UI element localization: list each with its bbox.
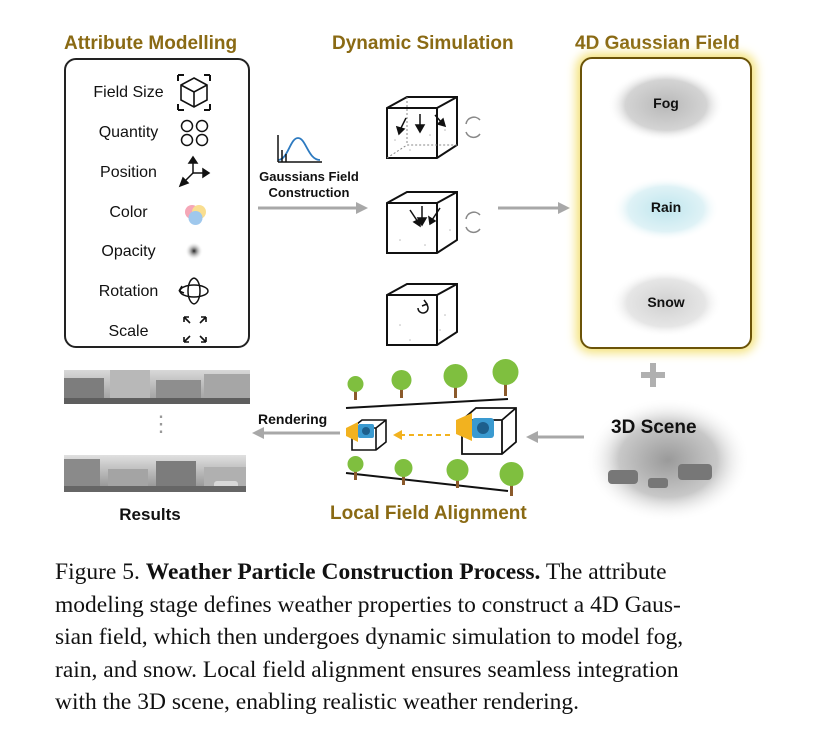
attribute-icons [177,74,211,343]
caption-line-2: modeling stage defines weather propertie… [55,591,681,618]
attr-position-label: Position [100,164,157,181]
particle-dots [394,129,451,341]
axes-icon [178,155,211,188]
color-venn-icon [185,205,206,225]
gaussian-field-title: 4D Gaussian Field [575,33,740,54]
refresh-icon [465,116,481,233]
cube-snow-sim [386,283,458,346]
result-image-bottom [64,455,246,492]
fog-cloud [608,69,724,141]
arrow-to-alignment [526,431,584,443]
snow-cloud [610,269,722,337]
attr-color-label: Color [109,204,148,221]
attr-field-size-label: Field Size [93,84,164,101]
attribute-modelling-title: Attribute Modelling [64,33,238,54]
scale-arrows-icon [183,316,207,343]
alignment-illustration [345,359,524,496]
fog-label: Fog [653,95,679,111]
rendering-label: Rendering [258,411,328,427]
gaussian-field-panel: Fog Rain Snow [580,57,752,349]
rotation-icon [178,277,209,305]
rain-label: Rain [650,199,682,215]
rendering-arrow [252,427,340,439]
construction-label-line2: Construction [268,185,350,200]
snow-swirl [417,299,429,314]
scene-label: 3D Scene [611,417,697,438]
attr-quantity-label: Quantity [98,124,159,141]
blur-dot-icon [185,242,203,260]
construction-arrow [258,135,368,214]
arrow-to-field [498,202,570,214]
circles-icon [180,119,209,147]
dynamic-simulation-title: Dynamic Simulation [332,33,514,54]
rain-cloud [612,177,720,241]
caption-prefix: Figure 5. [55,559,140,585]
caption-line1-rest: The attribute [545,559,667,585]
construction-label-line1: Gaussians Field [259,169,359,184]
figure-caption: Figure 5. Weather Particle Construction … [55,556,767,719]
simulation-cubes [386,96,481,346]
snow-label: Snow [647,294,685,310]
camera-icon [346,413,494,442]
caption-line-3: sian field, which then undergoes dynamic… [55,624,684,650]
scene-point-cloud [588,398,750,522]
caption-title: Weather Particle Construction Process. [145,559,541,585]
distribution-icon [277,137,321,161]
attr-scale-label: Scale [108,323,149,340]
plus-icon [641,363,665,387]
results-label: Results [119,505,181,524]
caption-line-4: rain, and snow. Local field alignment en… [55,656,679,683]
result-image-top [64,370,250,404]
cube-icon [177,74,211,111]
particle-arrows [395,114,447,228]
local-field-alignment-title: Local Field Alignment [330,503,527,524]
results-ellipsis: ⋮ [150,411,172,436]
attr-opacity-label: Opacity [101,243,156,260]
tree-icon [347,359,519,400]
caption-line-1: Figure 5. Weather Particle Construction … [55,556,767,589]
attribute-panel: Field Size Quantity Position Color Opaci… [64,58,250,348]
caption-line-5: with the 3D scene, enabling realistic we… [55,689,579,715]
weather-clouds [608,69,724,337]
attr-rotation-label: Rotation [98,283,159,300]
